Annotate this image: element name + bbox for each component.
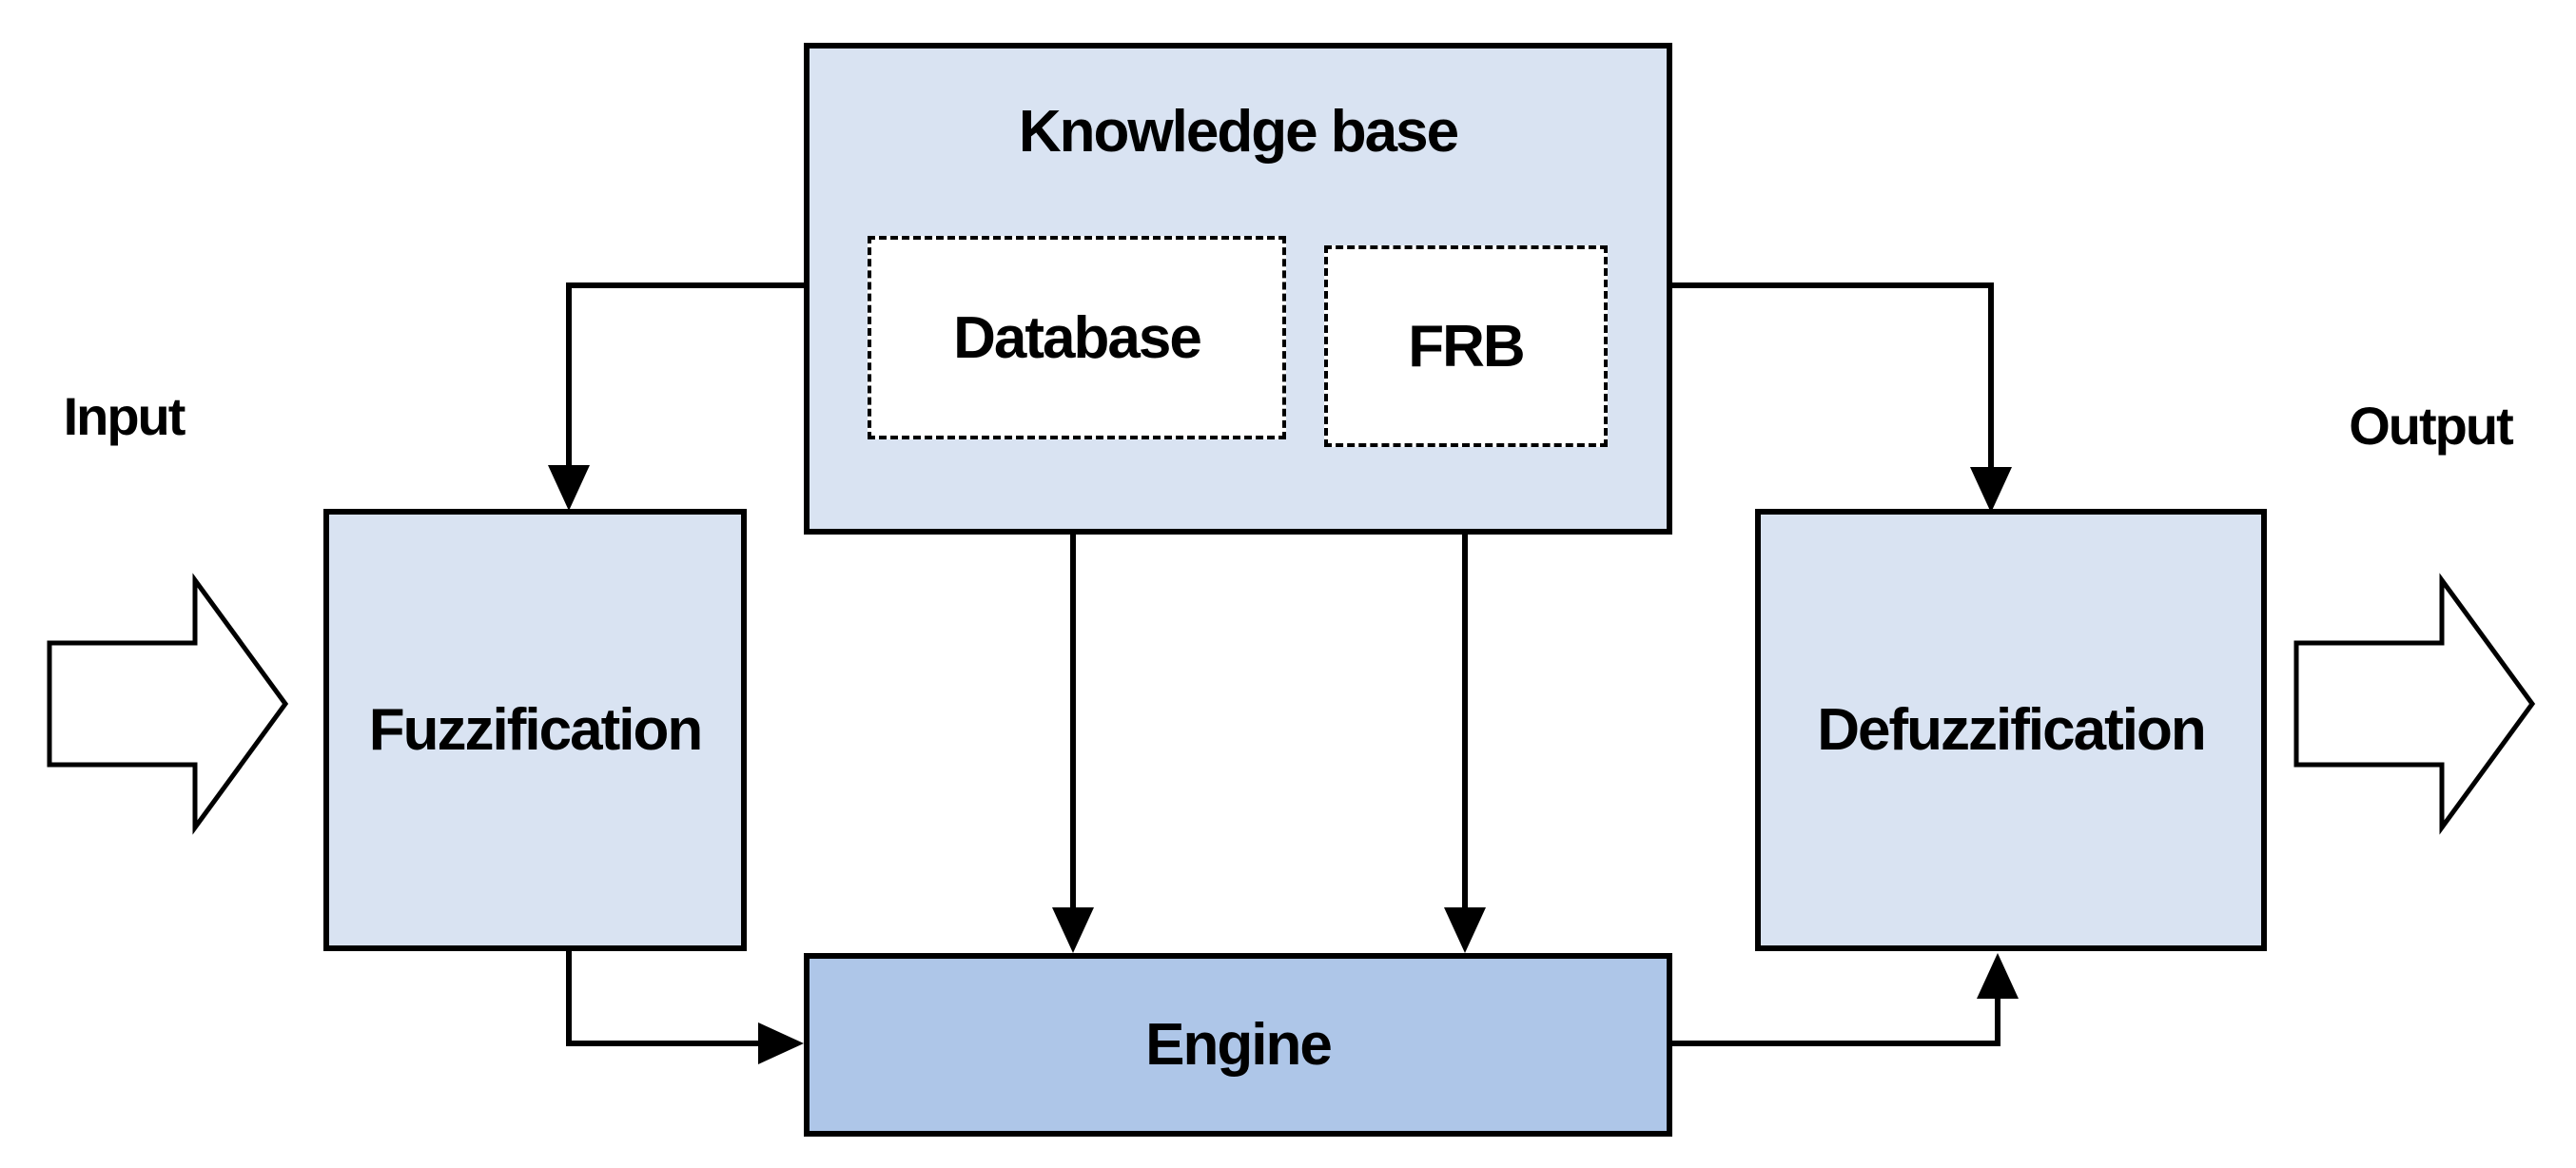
- database-label: Database: [953, 304, 1202, 371]
- connector-fuzzification-to-engine: [566, 951, 759, 1046]
- input-label: Input: [63, 386, 186, 446]
- engine-box: Engine: [804, 953, 1672, 1137]
- database-box: Database: [868, 236, 1286, 439]
- frb-box: FRB: [1324, 245, 1608, 447]
- connector-knowledgebase-to-fuzzification: [566, 282, 804, 466]
- fuzzification-box: Fuzzification: [323, 509, 747, 951]
- arrowhead-down-fuzzification: [548, 465, 590, 511]
- engine-label: Engine: [1145, 1012, 1333, 1078]
- arrowhead-down-engine-right: [1444, 907, 1486, 953]
- frb-label: FRB: [1408, 313, 1525, 380]
- arrowhead-up-defuzzification: [1977, 953, 2019, 999]
- arrowhead-down-engine-left: [1052, 907, 1094, 953]
- arrowhead-right-engine: [758, 1022, 804, 1064]
- connector-engine-to-defuzzification: [1672, 998, 2000, 1046]
- output-label: Output: [2349, 396, 2513, 456]
- connector-knowledgebase-to-defuzzification: [1672, 282, 1994, 468]
- defuzzification-label: Defuzzification: [1817, 697, 2206, 763]
- fuzzification-label: Fuzzification: [368, 697, 703, 763]
- defuzzification-box: Defuzzification: [1755, 509, 2267, 951]
- arrowhead-down-defuzzification: [1970, 467, 2012, 513]
- output-block-arrow-icon: [2293, 573, 2536, 835]
- knowledge-base-label: Knowledge base: [1018, 99, 1459, 165]
- input-block-arrow-icon: [47, 573, 289, 835]
